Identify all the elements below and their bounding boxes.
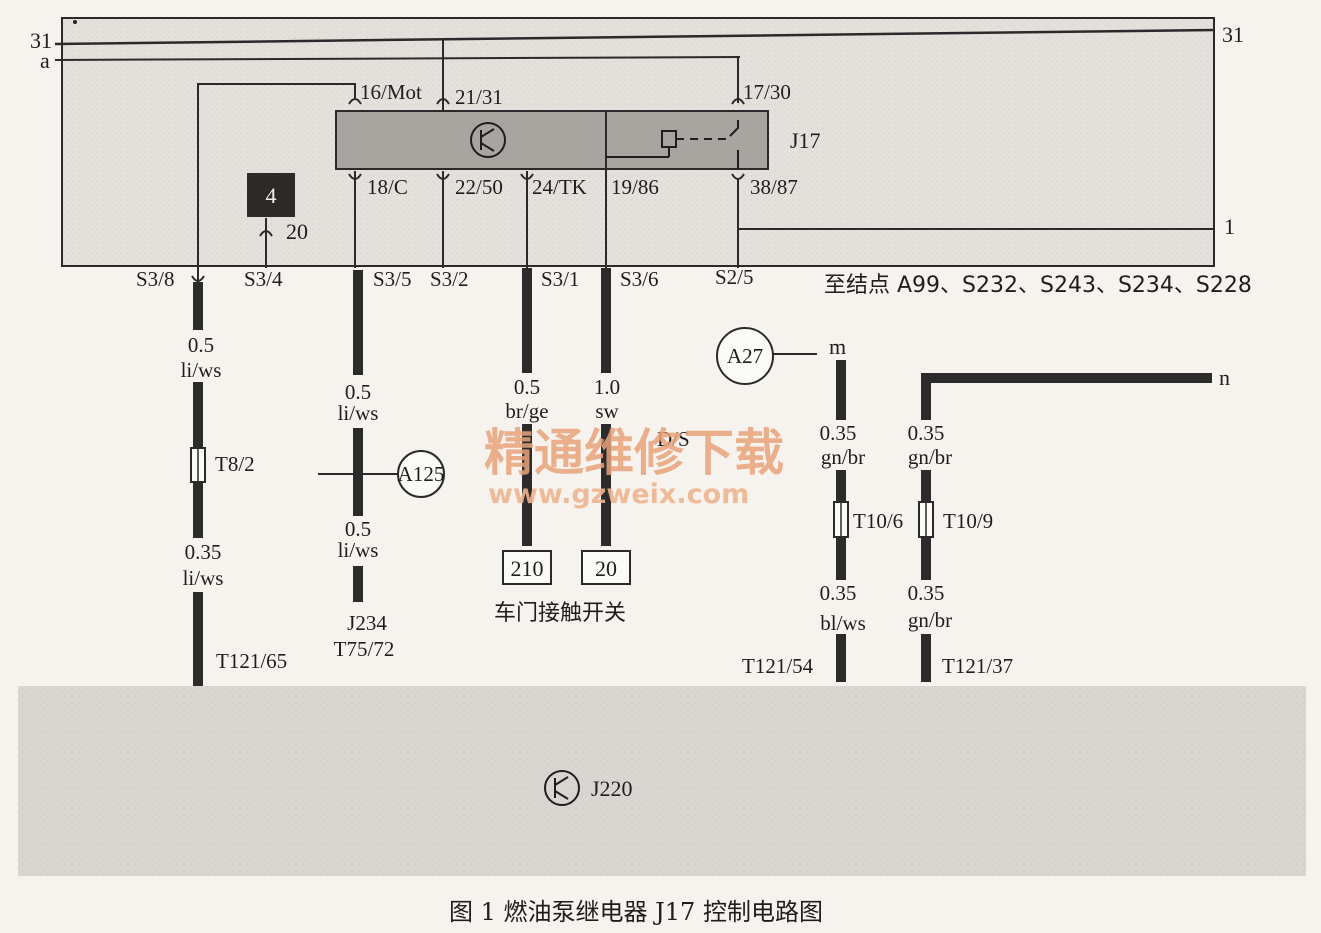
connector-label: T10/6 bbox=[853, 509, 903, 533]
connector-label: S3/5 bbox=[373, 267, 412, 291]
terminal-box bbox=[502, 550, 552, 585]
wire-gauge: 0.35 bbox=[820, 421, 857, 445]
pin-hooks bbox=[191, 98, 745, 282]
wire-color: br/ge bbox=[505, 399, 548, 423]
watermark-cn: 精通维修下载 bbox=[484, 424, 784, 482]
pin-label: 24/TK bbox=[532, 175, 587, 199]
door-switch-label: 车门接触开关 bbox=[494, 601, 626, 626]
splice-point bbox=[353, 469, 363, 479]
relay-j17-body bbox=[335, 110, 769, 170]
internal-wiring bbox=[197, 40, 1214, 282]
wire-end: T121/37 bbox=[942, 654, 1013, 678]
connector-label: S3/6 bbox=[620, 267, 659, 291]
relay-coil-icon bbox=[606, 120, 739, 169]
terminal-number: 210 bbox=[511, 556, 544, 581]
pin-label: 21/31 bbox=[455, 85, 503, 109]
connector-label: S3/2 bbox=[430, 267, 469, 291]
bus-1-label: 1 bbox=[1224, 214, 1235, 239]
bus-31-line bbox=[54, 28, 1215, 46]
wire-end: T121/65 bbox=[216, 649, 287, 673]
fuse-pin: 20 bbox=[286, 219, 308, 244]
wire-gauge: 1.0 bbox=[594, 375, 620, 399]
wire-color: gn/br bbox=[821, 445, 865, 469]
junction-note: 至结点 A99、S232、S243、S234、S228 bbox=[824, 273, 1252, 298]
pin-label: 38/87 bbox=[750, 175, 798, 199]
pin-label: 19/86 bbox=[611, 175, 659, 199]
watermark-url: www.gzweix.com bbox=[488, 479, 749, 510]
connector-label: S3/8 bbox=[136, 267, 175, 291]
pin-label: 17/30 bbox=[743, 80, 791, 104]
wire-color: li/ws bbox=[181, 358, 222, 382]
wire-gauge: 0.5 bbox=[345, 517, 371, 541]
transistor-icon bbox=[470, 122, 506, 158]
wire-color: bl/ws bbox=[820, 611, 866, 635]
connector-label: S3/4 bbox=[244, 267, 283, 291]
connector-label: T8/2 bbox=[215, 452, 255, 476]
external-wires bbox=[193, 268, 1212, 690]
wire-end: J234 bbox=[347, 611, 387, 635]
wire-end: T75/72 bbox=[334, 637, 395, 661]
bus-31-right-label: 31 bbox=[1222, 22, 1244, 47]
wire-color: li/ws bbox=[183, 566, 224, 590]
figure-caption: 图 1 燃油泵继电器 J17 控制电路图 bbox=[449, 898, 823, 926]
connector-label: T10/9 bbox=[943, 509, 993, 533]
wire-gauge: 0.35 bbox=[185, 540, 222, 564]
pin-label: 18/C bbox=[367, 175, 408, 199]
ground-a27 bbox=[716, 327, 774, 385]
wire-end: T121/54 bbox=[742, 654, 814, 678]
wire-color: gn/br bbox=[908, 445, 952, 469]
connector-label: S2/5 bbox=[715, 265, 754, 289]
wire-gauge: 0.35 bbox=[908, 421, 945, 445]
terminal-box bbox=[581, 550, 631, 585]
ground-label: A27 bbox=[727, 344, 763, 368]
bus-a-label: a bbox=[40, 48, 50, 73]
splice-label: A125 bbox=[398, 462, 445, 486]
control-unit-label: J220 bbox=[591, 776, 633, 801]
pin-label: 22/50 bbox=[455, 175, 503, 199]
wire-gauge: 0.5 bbox=[188, 333, 214, 357]
bus-31-left-label: 31 bbox=[30, 28, 52, 53]
splice-a125 bbox=[397, 450, 445, 498]
pin-label: 16/Mot bbox=[360, 80, 422, 104]
relay-name: J17 bbox=[790, 128, 821, 153]
fuse-box bbox=[247, 173, 295, 217]
connector-label: S3/1 bbox=[541, 267, 580, 291]
wire-code: D/S bbox=[657, 427, 690, 451]
terminal-number: 20 bbox=[595, 556, 617, 581]
wire-color: sw bbox=[595, 399, 619, 423]
fuse-number: 4 bbox=[266, 183, 277, 208]
control-unit-panel bbox=[18, 686, 1306, 876]
wire-gauge: 0.35 bbox=[908, 581, 945, 605]
wire-gauge: 0.5 bbox=[345, 380, 371, 404]
bus-a-line bbox=[54, 56, 741, 61]
wire-color: gn/br bbox=[908, 608, 952, 632]
wire-tag: n bbox=[1219, 365, 1230, 390]
wire-gauge: 0.5 bbox=[514, 375, 540, 399]
transistor-icon bbox=[544, 770, 580, 806]
wire-gauge: 0.35 bbox=[820, 581, 857, 605]
wire-color: li/ws bbox=[338, 401, 379, 425]
wire-color: li/ws bbox=[338, 538, 379, 562]
wire-tag: m bbox=[829, 334, 846, 359]
